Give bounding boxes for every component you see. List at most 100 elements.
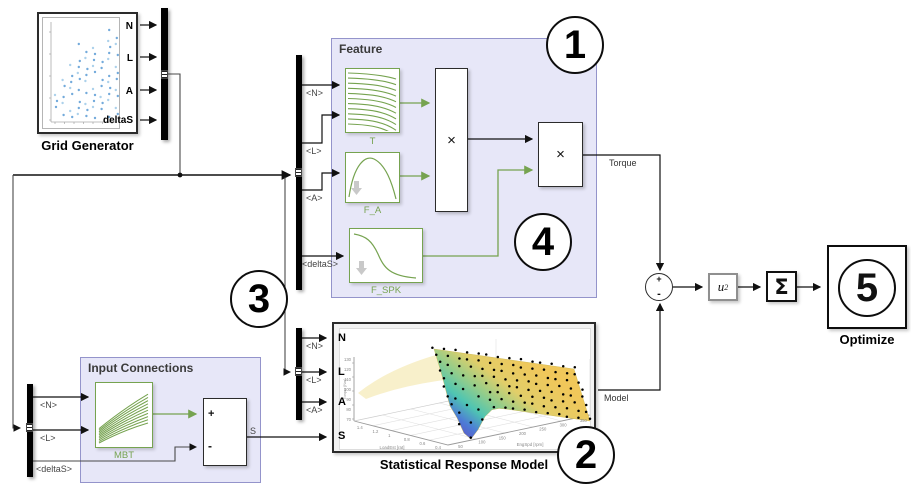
fspk-lookup-block[interactable] [349, 228, 423, 283]
svg-text:130: 130 [344, 357, 352, 362]
callout-5-circle: 5 [838, 259, 896, 317]
svg-text:100: 100 [344, 387, 352, 392]
product2-symbol: × [556, 146, 565, 163]
srm-port-s: S [338, 430, 346, 442]
ic-sum-plus: + [208, 408, 215, 420]
surface-plot-icon: 1.4 1.2 1 0.8 0.6 0.4 50 100 150 200 250 300 350 130 1… [343, 339, 592, 450]
callout-1[interactable]: 1 [546, 16, 604, 74]
callout-5-number: 5 [855, 265, 879, 310]
srm-bus-port-icon [295, 367, 302, 376]
fa-lookup-block[interactable] [345, 152, 400, 203]
callout-2-number: 2 [574, 432, 598, 477]
sum-of-elements-block[interactable]: Σ [766, 271, 797, 302]
ic-tag-deltas[interactable]: <deltaS> [36, 464, 73, 474]
feature-tag-n[interactable]: <N> [306, 88, 324, 98]
gg-port-n: N [125, 21, 133, 32]
svg-text:EngSpd [rpm]: EngSpd [rpm] [517, 442, 544, 447]
fa-curve-icon [348, 157, 397, 200]
svg-text:LoadEst [rat]: LoadEst [rat] [380, 445, 405, 450]
scatter-plot-icon [49, 22, 120, 124]
torque-wire-label[interactable]: Torque [609, 158, 637, 168]
t-lookup-block[interactable] [345, 68, 400, 133]
u-base: u [717, 279, 725, 294]
callout-4-number: 4 [531, 219, 555, 264]
statistical-response-model-block[interactable]: 1.4 1.2 1 0.8 0.6 0.4 50 100 150 200 250 300 350 130 1… [332, 322, 596, 453]
sigma-symbol: Σ [774, 274, 789, 299]
svg-text:1: 1 [388, 433, 391, 438]
callout-3-number: 3 [247, 276, 271, 321]
callout-4[interactable]: 4 [514, 213, 572, 271]
ic-bus-port-icon [26, 423, 33, 432]
fa-label: F_A [363, 205, 382, 216]
feature-tag-l[interactable]: <L> [306, 146, 322, 156]
callout-1-number: 1 [563, 22, 587, 67]
srm-port-a: A [338, 396, 346, 408]
svg-text:1.4: 1.4 [357, 425, 363, 430]
svg-text:100: 100 [478, 440, 486, 445]
svg-text:200: 200 [519, 431, 527, 436]
sum-plus-sign: + [656, 274, 662, 284]
svg-text:0.6: 0.6 [420, 441, 426, 446]
svg-text:300: 300 [560, 422, 568, 427]
input-connections-title: Input Connections [88, 361, 194, 375]
fspk-label: F_SPK [370, 285, 402, 296]
feature-tag-deltas[interactable]: <deltaS> [302, 259, 339, 269]
svg-text:150: 150 [499, 435, 507, 440]
grid-generator-plot [42, 17, 120, 129]
mbt-label: MBT [113, 450, 135, 461]
callout-2[interactable]: 2 [557, 426, 615, 484]
svg-text:110: 110 [344, 377, 351, 382]
feature-title: Feature [339, 42, 383, 56]
svg-text:350: 350 [580, 418, 588, 423]
fspk-curve-icon [353, 233, 417, 279]
product-block-2[interactable]: × [538, 122, 583, 187]
svg-text:50: 50 [458, 444, 463, 449]
gg-port-deltas: deltaS [102, 115, 133, 126]
ic-tag-l[interactable]: <L> [40, 433, 56, 443]
srm-label: Statistical Response Model [379, 457, 549, 472]
optimize-label: Optimize [839, 332, 895, 347]
product1-symbol: × [447, 131, 456, 149]
feature-tag-a[interactable]: <A> [306, 193, 323, 203]
svg-text:120: 120 [344, 367, 352, 372]
ic-tag-n[interactable]: <N> [40, 400, 58, 410]
optimize-block[interactable]: 5 [827, 245, 907, 329]
srm-tag-l[interactable]: <L> [306, 375, 322, 385]
ic-sum-block[interactable]: + - [203, 398, 247, 466]
product-block-1[interactable]: × [435, 68, 468, 212]
svg-text:90: 90 [346, 397, 351, 402]
srm-port-n: N [338, 332, 346, 344]
svg-text:70: 70 [346, 417, 351, 422]
u-exponent: 2 [724, 282, 729, 292]
svg-text:80: 80 [346, 407, 351, 412]
down-arrow-icon [351, 181, 362, 195]
srm-tag-n[interactable]: <N> [306, 341, 324, 351]
sum-minus-sign: - [657, 288, 661, 300]
gg-port-a: A [125, 86, 133, 97]
srm-port-l: L [338, 366, 345, 378]
svg-text:0.8: 0.8 [404, 437, 410, 442]
grid-generator-label: Grid Generator [41, 138, 134, 153]
mbt-curves-icon [98, 393, 149, 444]
t-curves-icon [347, 72, 397, 131]
srm-tag-a[interactable]: <A> [306, 405, 323, 415]
srm-plot: 1.4 1.2 1 0.8 0.6 0.4 50 100 150 200 250 300 350 130 1… [339, 328, 592, 450]
grid-generator-block[interactable]: N L A deltaS [37, 12, 138, 134]
sum-junction[interactable]: + - [645, 273, 673, 301]
mux-top-port-icon [161, 70, 168, 79]
gg-port-l: L [126, 53, 133, 64]
down-arrow-icon [356, 261, 367, 275]
s-out-tag[interactable]: S [250, 426, 257, 436]
callout-3[interactable]: 3 [230, 270, 288, 328]
mbt-lookup-block[interactable] [95, 382, 153, 448]
model-wire-label[interactable]: Model [604, 393, 629, 403]
t-label: T [369, 136, 376, 147]
svg-text:0.4: 0.4 [435, 445, 441, 450]
ic-sum-minus: - [208, 439, 212, 453]
svg-text:250: 250 [539, 427, 547, 432]
feature-bus-port-icon [295, 168, 302, 177]
svg-text:1.2: 1.2 [373, 429, 379, 434]
